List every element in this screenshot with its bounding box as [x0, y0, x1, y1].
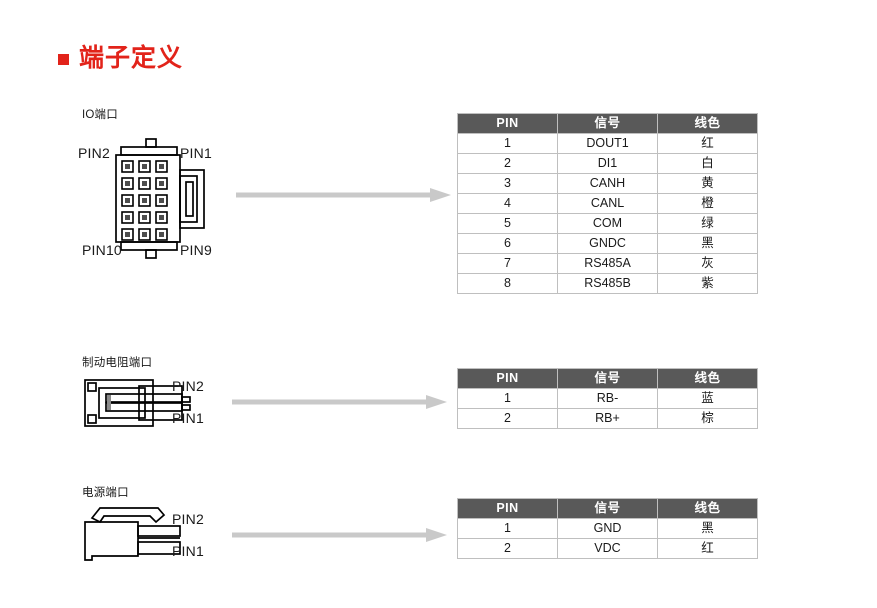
cell-signal: VDC	[557, 538, 658, 559]
power-pin-tag-upper: PIN2	[172, 511, 204, 527]
cell-signal: RS485A	[557, 253, 658, 274]
cell-pin: 8	[457, 273, 558, 294]
power-connector-label: 电源端口	[82, 487, 129, 499]
cell-wire-color: 红	[657, 538, 758, 559]
power-pin-tag-lower: PIN1	[172, 543, 204, 559]
cell-signal: CANH	[557, 173, 658, 194]
table-header-row: PIN 信号 线色	[457, 368, 758, 389]
col-header-pin: PIN	[457, 368, 558, 389]
io-pin-tag-top-left: PIN2	[78, 145, 110, 161]
cell-signal: GNDC	[557, 233, 658, 254]
col-header-color: 线色	[657, 113, 758, 134]
bullet-square-icon	[58, 54, 69, 65]
cell-signal: DOUT1	[557, 133, 658, 154]
cell-signal: DI1	[557, 153, 658, 174]
io-connector-label: IO端口	[82, 109, 118, 121]
page-title-text: 端子定义	[79, 44, 184, 72]
cell-wire-color: 蓝	[657, 388, 758, 409]
cell-pin: 3	[457, 173, 558, 194]
table-header-row: PIN 信号 线色	[457, 113, 758, 134]
cell-pin: 1	[457, 133, 558, 154]
cell-pin: 6	[457, 233, 558, 254]
cell-pin: 2	[457, 408, 558, 429]
cell-wire-color: 绿	[657, 213, 758, 234]
cell-signal: GND	[557, 518, 658, 539]
cell-pin: 4	[457, 193, 558, 214]
page-title: 端子定义	[58, 46, 183, 71]
io-flow-arrow-icon	[236, 188, 451, 207]
io-pin-tag-top-right: PIN1	[180, 145, 212, 161]
cell-pin: 5	[457, 213, 558, 234]
cell-wire-color: 白	[657, 153, 758, 174]
cell-wire-color: 灰	[657, 253, 758, 274]
cell-signal: CANL	[557, 193, 658, 214]
col-header-color: 线色	[657, 498, 758, 519]
col-header-signal: 信号	[557, 113, 658, 134]
cell-wire-color: 黑	[657, 233, 758, 254]
cell-wire-color: 黄	[657, 173, 758, 194]
io-pin-tag-bottom-right: PIN9	[180, 242, 212, 258]
col-header-signal: 信号	[557, 368, 658, 389]
cell-signal: RB-	[557, 388, 658, 409]
col-header-signal: 信号	[557, 498, 658, 519]
cell-pin: 2	[457, 538, 558, 559]
col-header-pin: PIN	[457, 498, 558, 519]
brake-pin-tag-lower: PIN1	[172, 410, 204, 426]
power-connector-drawing	[80, 504, 200, 571]
io-connector-svg	[115, 138, 205, 259]
cell-signal: RB+	[557, 408, 658, 429]
cell-wire-color: 黑	[657, 518, 758, 539]
brake-pin-tag-upper: PIN2	[172, 378, 204, 394]
power-flow-arrow-icon	[232, 528, 447, 547]
col-header-color: 线色	[657, 368, 758, 389]
cell-signal: RS485B	[557, 273, 658, 294]
cell-wire-color: 红	[657, 133, 758, 154]
table-header-row: PIN 信号 线色	[457, 498, 758, 519]
io-connector-drawing	[108, 134, 238, 269]
brake-connector-label: 制动电阻端口	[82, 357, 153, 369]
io-pin-tag-bottom-left: PIN10	[82, 242, 122, 258]
cell-pin: 2	[457, 153, 558, 174]
cell-pin: 1	[457, 388, 558, 409]
brake-flow-arrow-icon	[232, 395, 447, 414]
cell-wire-color: 紫	[657, 273, 758, 294]
col-header-pin: PIN	[457, 113, 558, 134]
cell-signal: COM	[557, 213, 658, 234]
cell-pin: 7	[457, 253, 558, 274]
brake-connector-drawing	[82, 376, 202, 439]
power-connector-svg	[84, 507, 181, 561]
cell-wire-color: 橙	[657, 193, 758, 214]
brake-connector-svg	[84, 379, 191, 427]
cell-pin: 1	[457, 518, 558, 539]
cell-wire-color: 棕	[657, 408, 758, 429]
